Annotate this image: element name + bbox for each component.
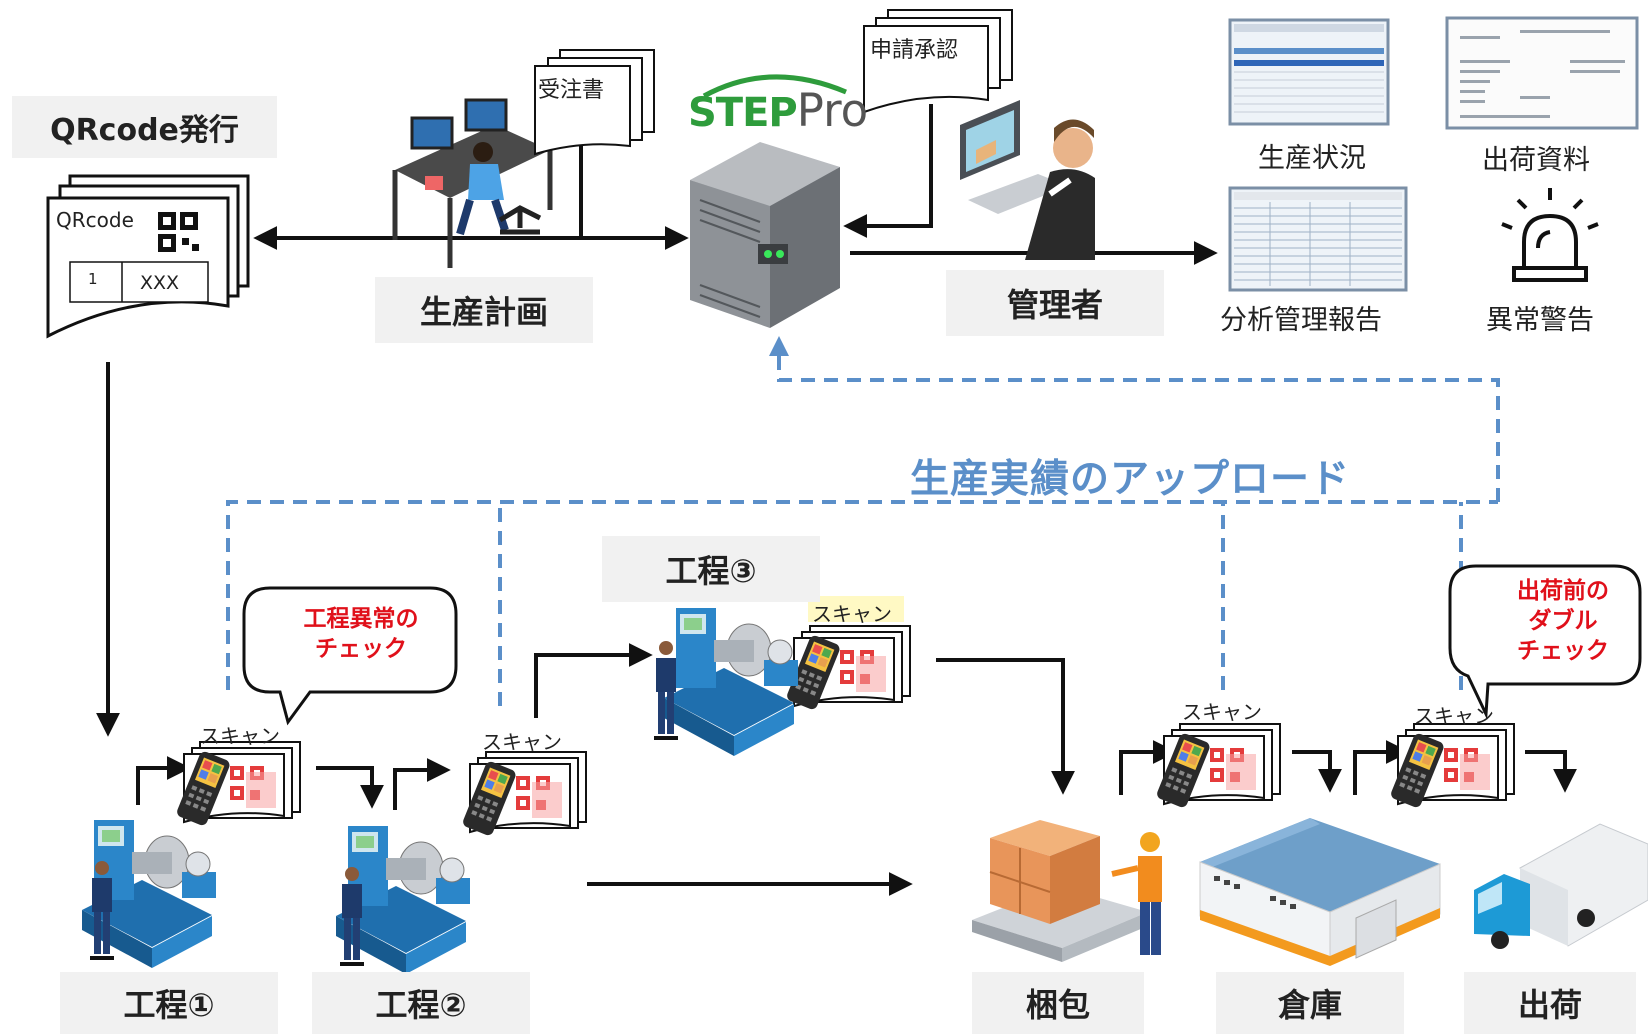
warehouse-label: 倉庫 <box>1216 972 1404 1034</box>
scanner-4-icon <box>1154 723 1281 810</box>
scan-label-1: スキャン <box>200 724 280 748</box>
shipping-document-image <box>1445 16 1639 130</box>
double-check-callout-text: 出荷前の ダブル チェック <box>1478 576 1648 666</box>
process-check-callout <box>242 586 458 726</box>
server-icon <box>690 142 840 328</box>
scan-label-2: スキャン <box>482 730 562 754</box>
steppro-logo: STEPPro <box>688 84 868 137</box>
steppro-logo-step: STEP <box>688 90 798 136</box>
double-check-line-1: 出荷前の <box>1517 578 1609 604</box>
qr-card-value: XXX <box>140 272 180 294</box>
truck-icon <box>1474 823 1648 949</box>
analysis-report-label: 分析管理報告 <box>1220 305 1382 336</box>
shipping-docs-label: 出荷資料 <box>1482 145 1590 176</box>
warehouse-icon <box>1199 818 1441 966</box>
upload-text: 生産実績のアップロード <box>910 457 1351 502</box>
manager-label: 管理者 <box>946 270 1164 336</box>
alarm-icon <box>1501 188 1599 282</box>
packing-label: 梱包 <box>972 972 1144 1034</box>
qr-card-title: QRcode <box>56 208 134 232</box>
arrow-approval-to-server <box>843 104 933 238</box>
packing-icon <box>972 820 1162 962</box>
double-check-line-3: チェック <box>1517 638 1609 664</box>
scanner-2-icon <box>460 751 587 838</box>
scan-label-5: スキャン <box>1414 704 1494 728</box>
process-2-label: 工程② <box>312 972 530 1034</box>
order-document-icon <box>534 49 655 156</box>
approval-document-label: 申請承認 <box>870 38 959 63</box>
order-document-label: 受注書 <box>538 78 605 103</box>
approval-document-icon <box>863 9 1013 114</box>
qr-issue-label: QRcode発行 <box>12 96 277 158</box>
worker-3-icon <box>654 641 678 740</box>
process-1-label: 工程① <box>60 972 278 1034</box>
qr-card-number: 1 <box>88 270 98 288</box>
process-check-line-2: チェック <box>315 636 407 662</box>
scanner-3-icon <box>784 625 911 712</box>
process-check-callout-text: 工程異常の チェック <box>266 604 456 664</box>
qr-card-icon <box>46 174 250 339</box>
steppro-logo-swoosh <box>702 74 847 99</box>
double-check-callout <box>1448 564 1642 720</box>
alarm-label: 異常警告 <box>1486 305 1594 336</box>
arrow-order-to-server <box>579 145 689 250</box>
production-plan-label: 生産計画 <box>375 277 593 343</box>
process-3-label: 工程③ <box>602 536 820 602</box>
analysis-report-image <box>1228 186 1408 292</box>
steppro-logo-pro: Pro <box>796 84 869 137</box>
shipping-label: 出荷 <box>1464 972 1636 1034</box>
production-status-label: 生産状況 <box>1258 143 1366 174</box>
production-status-report-image <box>1228 18 1390 126</box>
machine-3-icon <box>663 607 799 757</box>
manager-icon <box>960 100 1095 260</box>
process-check-line-1: 工程異常の <box>303 606 419 632</box>
scanner-1-icon <box>174 741 301 828</box>
scan-label-4: スキャン <box>1182 700 1262 724</box>
scan-label-3: スキャン <box>812 602 892 626</box>
double-check-line-2: ダブル <box>1528 608 1598 634</box>
office-workers-icon <box>392 98 553 268</box>
scanner-5-icon <box>1388 723 1515 810</box>
